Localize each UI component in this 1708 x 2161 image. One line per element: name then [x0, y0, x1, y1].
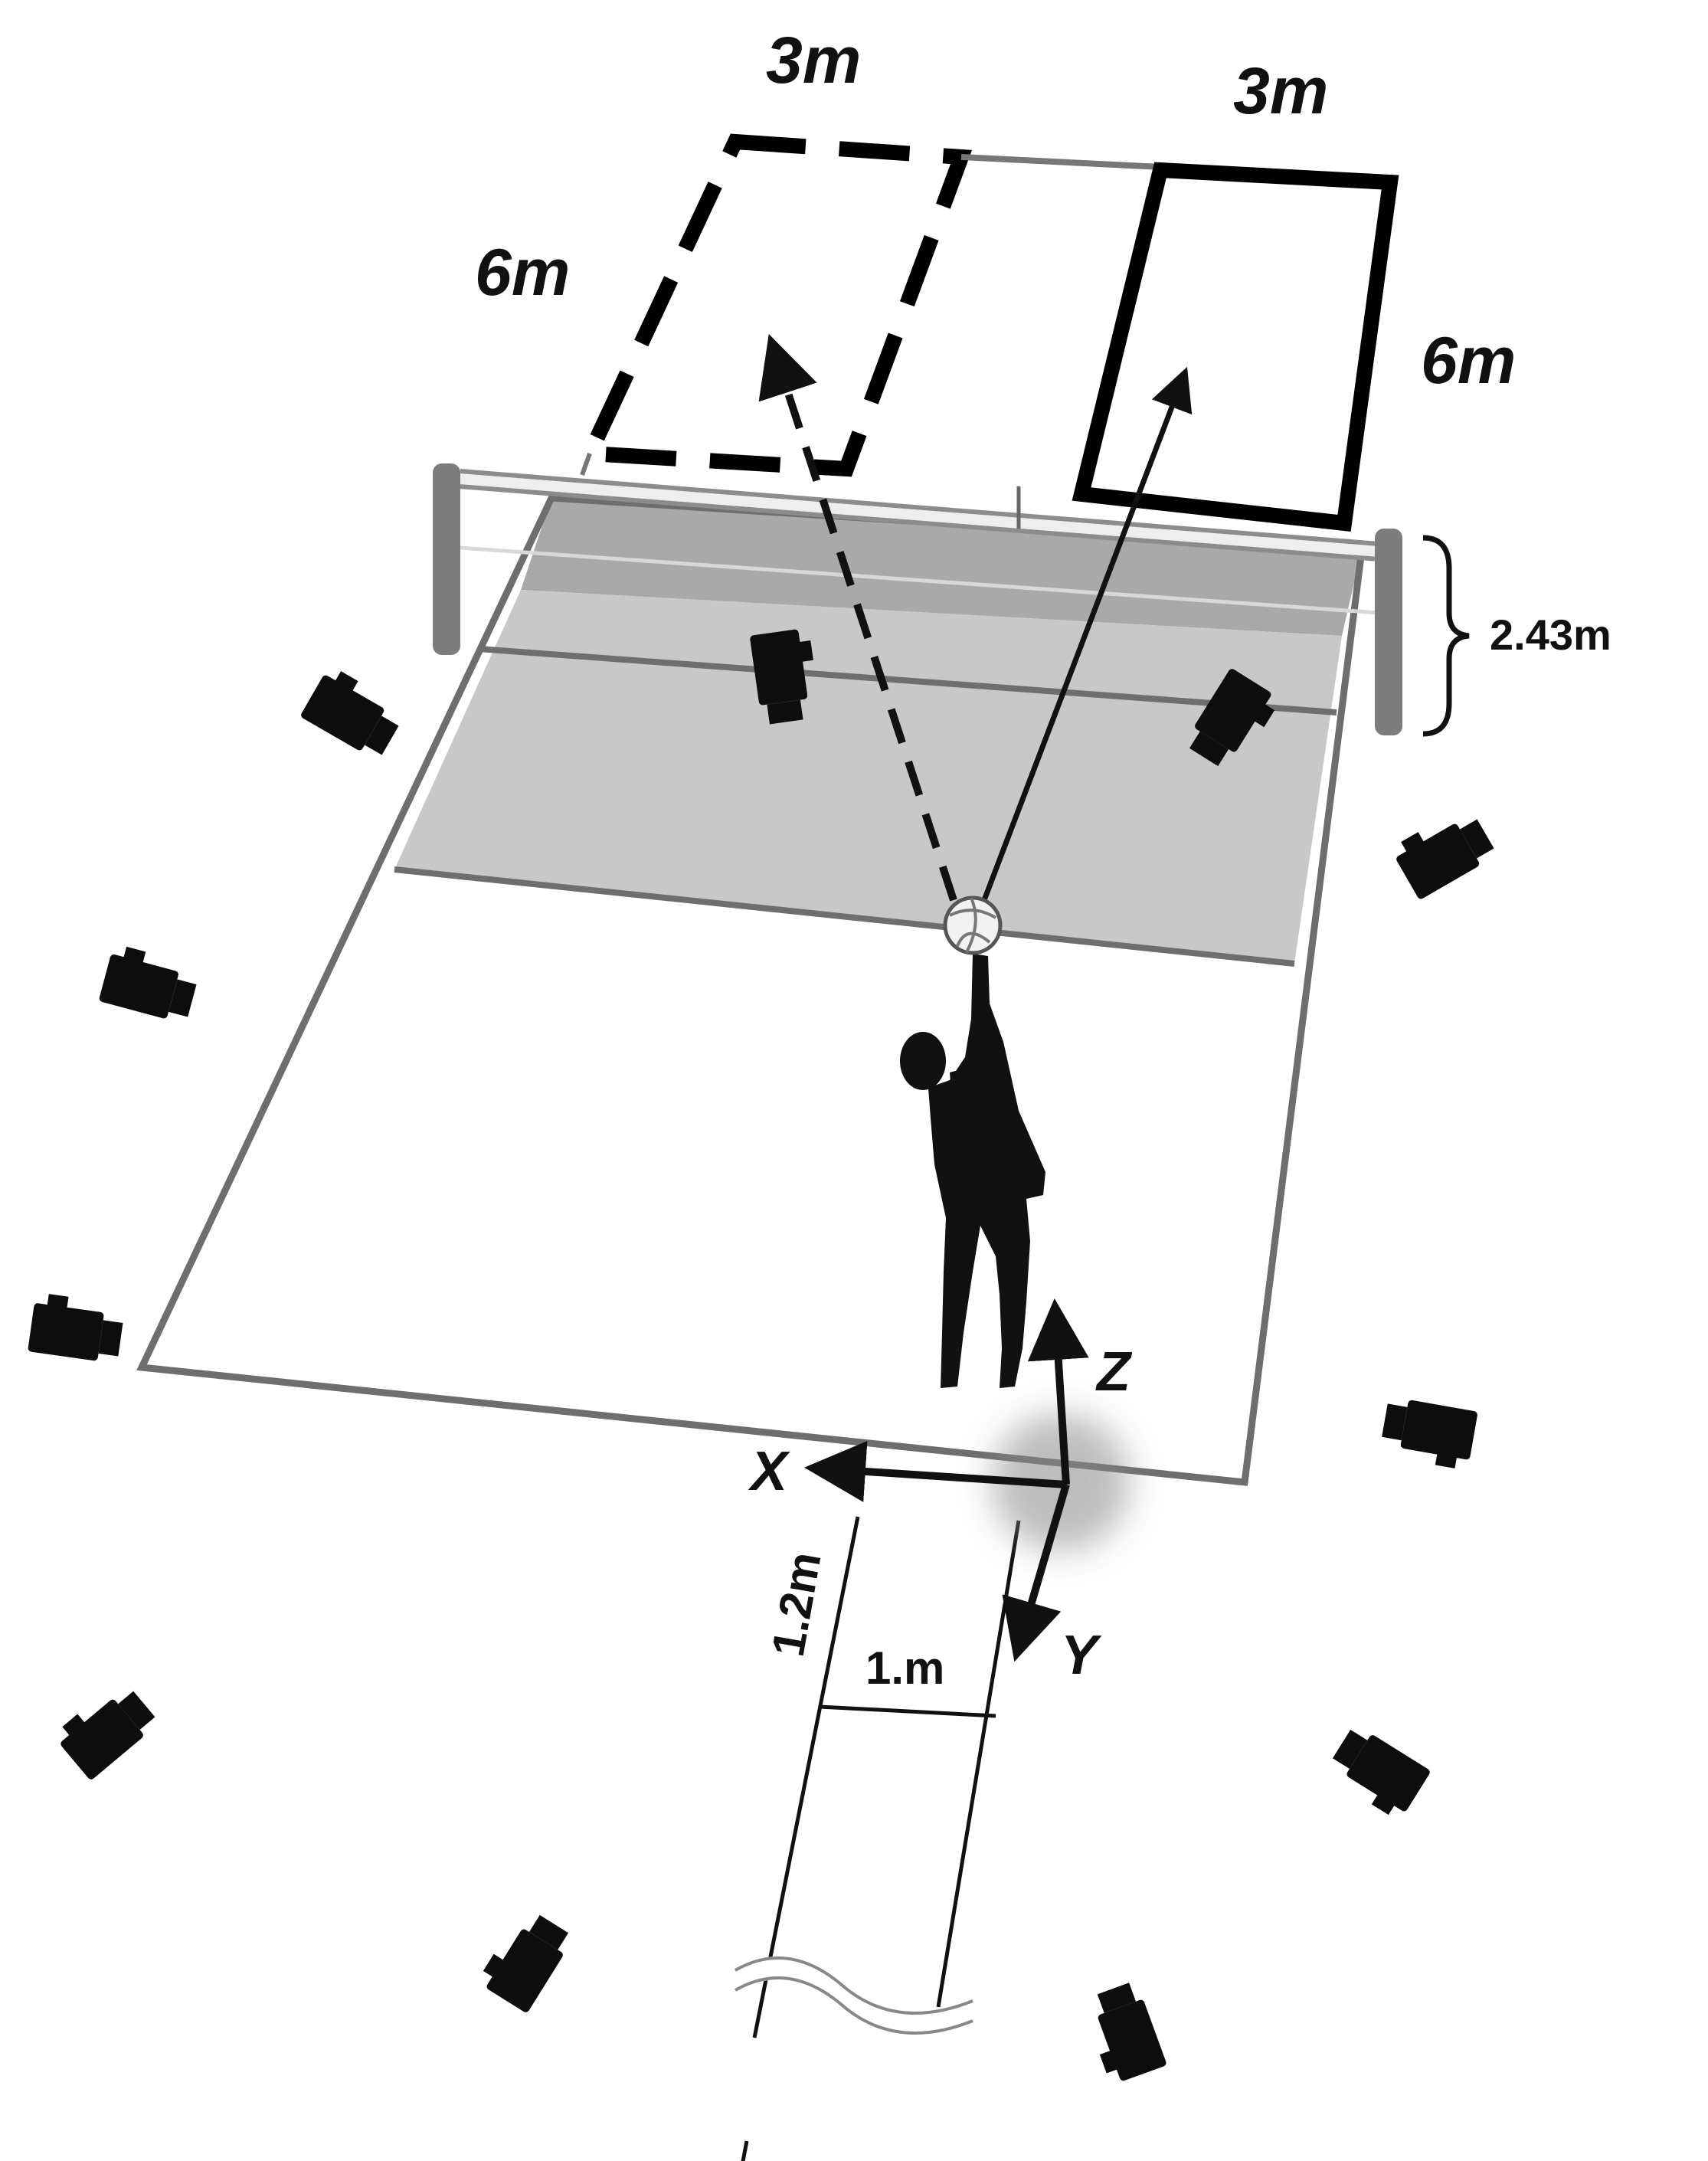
attack-zone [394, 590, 1342, 964]
runway-1m-line [819, 1704, 996, 1718]
mid-court-line [478, 646, 1337, 715]
solid-zone-depth-label: 6m [1421, 324, 1516, 398]
camera-icon [476, 1905, 575, 2014]
net-top-band-highlight [459, 473, 1379, 557]
player-silhouette [900, 954, 1045, 1388]
far-court-center-line [960, 154, 1161, 170]
solid-zone-width-label: 3m [1233, 54, 1328, 128]
camera-icon [299, 664, 408, 762]
runway-length-label: 1.2m [762, 1548, 831, 1660]
far-court-left-line [580, 452, 592, 476]
solid-target-zone [1072, 162, 1399, 532]
net-height-label: 2.43m [1490, 611, 1611, 659]
net-height-indicator: 2.43m [1422, 535, 1611, 737]
serve-trajectories [758, 333, 1193, 902]
dashed-zone-depth-label: 6m [475, 236, 570, 309]
y-axis-arrow [1002, 1483, 1070, 1662]
camera-icon [28, 1292, 126, 1364]
z-axis-arrow [1027, 1298, 1089, 1485]
x-axis-arrow [804, 1440, 1067, 1502]
net-shadow-band [521, 498, 1362, 636]
right-net-post [1375, 529, 1402, 735]
left-net-post [433, 463, 460, 655]
volleyball-icon [943, 896, 1003, 955]
camera-icon [1378, 1396, 1478, 1471]
y-axis-label: Y [1061, 1625, 1102, 1686]
runway-left-edge [752, 1516, 860, 2038]
dashed-trajectory-arrow [758, 333, 957, 902]
net [433, 463, 1402, 735]
z-axis-label: Z [1095, 1341, 1133, 1403]
net-lower-cable [459, 545, 1379, 615]
height-bracket [1422, 535, 1470, 737]
solid-trajectory-arrow [981, 366, 1193, 902]
coordinate-system [804, 1298, 1130, 1662]
runway-end-bracket [741, 2140, 749, 2161]
camera-icon [52, 1677, 160, 1781]
dashed-target-zone [578, 133, 973, 477]
runway-right-edge [936, 1520, 1021, 2008]
attack-line [394, 866, 1295, 967]
camera-icon [1389, 803, 1498, 901]
camera-icon [98, 943, 201, 1025]
dashed-zone-width-label: 3m [766, 24, 861, 97]
court [136, 494, 1366, 1486]
runway-width-label: 1.m [865, 1642, 944, 1694]
runway-break-symbol [729, 1956, 977, 2035]
labels: 3m 3m 6m 6m X Y Z 1.2m 1.m [475, 24, 1516, 1694]
camera-icon [1323, 1723, 1432, 1822]
x-axis-label: X [748, 1441, 790, 1502]
camera-icon [1080, 1979, 1167, 2086]
target-zones [578, 133, 1399, 532]
